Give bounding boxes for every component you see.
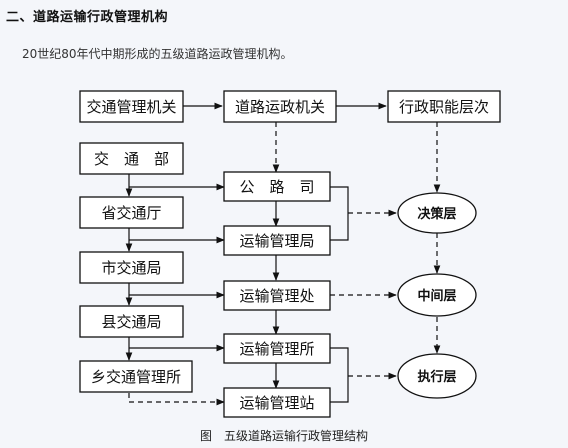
bracket-execution: [330, 347, 349, 403]
node-transport-authority: 交通管理机关: [79, 90, 184, 123]
node-ministry: 交 通 部: [79, 142, 184, 175]
intro-text: 20世纪80年代中期形成的五级道路运政管理机构。: [22, 47, 293, 61]
level-execution: 执行层: [397, 353, 477, 399]
node-township-office: 乡交通管理所: [79, 360, 193, 393]
level-decision: 决策层: [397, 192, 477, 234]
node-township-transport-mgmt-label: 运输管理站: [239, 394, 314, 412]
connectors: [125, 102, 441, 406]
node-provincial-transport-mgmt-label: 运输管理局: [239, 232, 314, 250]
node-county-transport-mgmt: 运输管理所: [223, 333, 331, 364]
node-county-bureau-label: 县交通局: [101, 313, 161, 331]
node-municipal-bureau: 市交通局: [79, 251, 184, 284]
node-county-bureau: 县交通局: [79, 305, 184, 338]
node-admin-function-level: 行政职能层次: [387, 90, 501, 123]
node-provincial-transport-mgmt: 运输管理局: [223, 225, 331, 256]
section-heading: 二、道路运输行政管理机构: [6, 10, 169, 25]
node-highway-dept: 公 路 司: [223, 171, 331, 202]
node-municipal-transport-mgmt-label: 运输管理处: [239, 287, 314, 305]
node-provincial-bureau-label: 省交通厅: [101, 204, 161, 222]
level-execution-label: 执行层: [417, 369, 456, 385]
dash-township-to-station: [128, 393, 225, 406]
node-admin-function-level-label: 行政职能层次: [399, 98, 489, 116]
figure-caption: 图 五级道路运输行政管理结构: [199, 429, 368, 443]
node-township-office-label: 乡交通管理所: [91, 368, 181, 386]
node-municipal-bureau-label: 市交通局: [101, 259, 161, 277]
node-township-transport-mgmt: 运输管理站: [223, 387, 331, 418]
node-county-transport-mgmt-label: 运输管理所: [239, 340, 314, 358]
node-municipal-transport-mgmt: 运输管理处: [223, 280, 331, 311]
level-middle: 中间层: [397, 273, 477, 317]
node-road-admin-authority: 道路运政机关: [223, 90, 337, 123]
node-highway-dept-label: 公 路 司: [239, 178, 314, 196]
node-provincial-bureau: 省交通厅: [79, 196, 184, 229]
bracket-decision: [330, 186, 349, 241]
node-road-admin-authority-label: 道路运政机关: [235, 98, 325, 116]
node-transport-authority-label: 交通管理机关: [86, 98, 176, 116]
level-decision-label: 决策层: [417, 206, 456, 222]
node-ministry-label: 交 通 部: [94, 150, 169, 168]
level-middle-label: 中间层: [417, 288, 456, 304]
